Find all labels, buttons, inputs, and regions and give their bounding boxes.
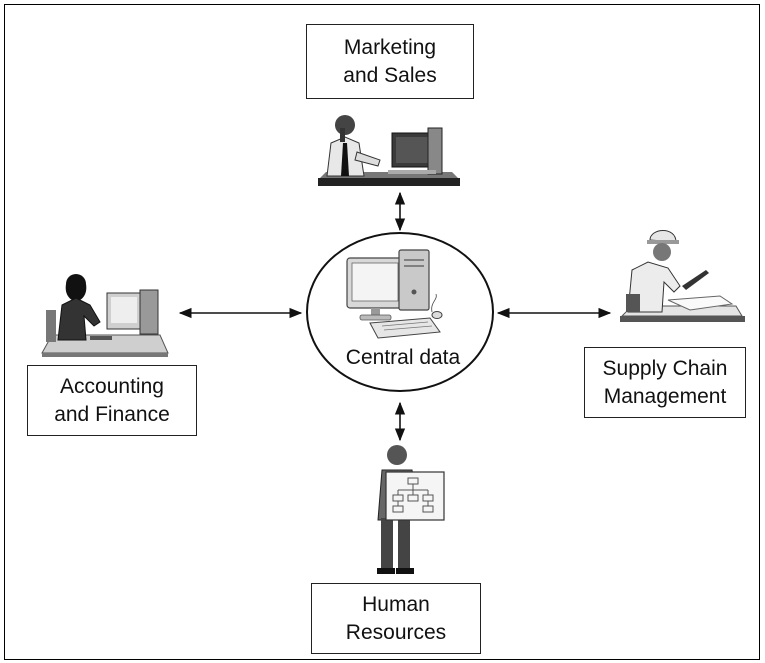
diagram-frame [4,4,760,660]
accounting-label-line2: and Finance [54,402,170,426]
supply-chain-label-line1: Supply Chain [602,356,728,380]
supply-chain-label-line2: Management [603,384,727,408]
desktop-computer-icon [346,249,443,339]
human-resources-box: Human Resources [311,583,481,654]
accounting-label-line1: Accounting [60,374,164,398]
human-resources-label-line2: Resources [345,620,447,644]
businessman-at-computer-icon [318,115,460,186]
marketing-label-line2: and Sales [343,63,437,87]
supply-chain-management-box: Supply Chain Management [584,347,746,418]
woman-at-computer-icon [41,274,169,357]
accounting-and-finance-box: Accounting and Finance [27,365,197,436]
central-data-label: Central data [345,346,461,369]
human-resources-label-line1: Human [362,592,430,616]
marketing-and-sales-box: Marketing and Sales [306,24,474,99]
marketing-label-line1: Marketing [343,35,437,59]
engineer-at-drafting-table-icon [620,230,745,322]
person-holding-org-chart-icon [377,445,445,574]
